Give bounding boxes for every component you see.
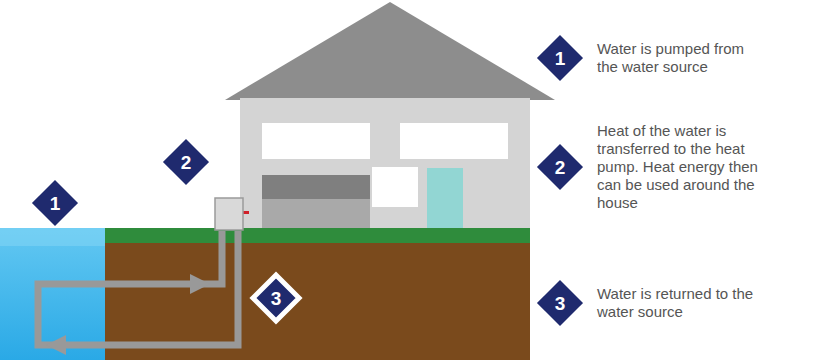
pipe-loop xyxy=(38,231,238,345)
door xyxy=(427,168,463,230)
diamond-fill xyxy=(253,275,299,321)
house-wall xyxy=(240,98,530,230)
diamond-fill xyxy=(163,139,209,185)
diamond-fill xyxy=(32,180,78,226)
step-description: Water is pumped from the water source xyxy=(597,40,767,76)
callout-diamond: 1 xyxy=(536,34,584,82)
heat-pump xyxy=(215,198,243,230)
garage xyxy=(262,175,370,199)
callout-diamond: 1 xyxy=(31,179,79,227)
step-description: Heat of the water is transferred to the … xyxy=(597,122,767,212)
grass xyxy=(105,228,530,243)
step-description: Water is returned to the water source xyxy=(597,285,767,321)
flow-arrow xyxy=(190,274,210,294)
callout-number: 2 xyxy=(555,158,566,177)
window xyxy=(400,123,508,159)
flow-arrow xyxy=(46,335,66,355)
callout-number: 2 xyxy=(181,153,192,172)
diamond-fill xyxy=(537,35,583,81)
diamond-fill xyxy=(537,144,583,190)
diamond-fill xyxy=(537,280,583,326)
callout-number: 3 xyxy=(271,289,282,308)
callout-number: 3 xyxy=(555,294,566,313)
roof xyxy=(225,2,555,100)
callout-diamond: 3 xyxy=(536,279,584,327)
callout-diamond: 2 xyxy=(536,143,584,191)
callout-number: 1 xyxy=(50,194,61,213)
window xyxy=(372,167,418,207)
water-surface xyxy=(0,228,105,246)
callout-number: 1 xyxy=(555,49,566,68)
callout-diamond: 3 xyxy=(252,274,300,322)
callout-diamond: 2 xyxy=(162,138,210,186)
window xyxy=(262,123,370,159)
water-source xyxy=(0,228,105,360)
garage-door xyxy=(262,199,370,230)
